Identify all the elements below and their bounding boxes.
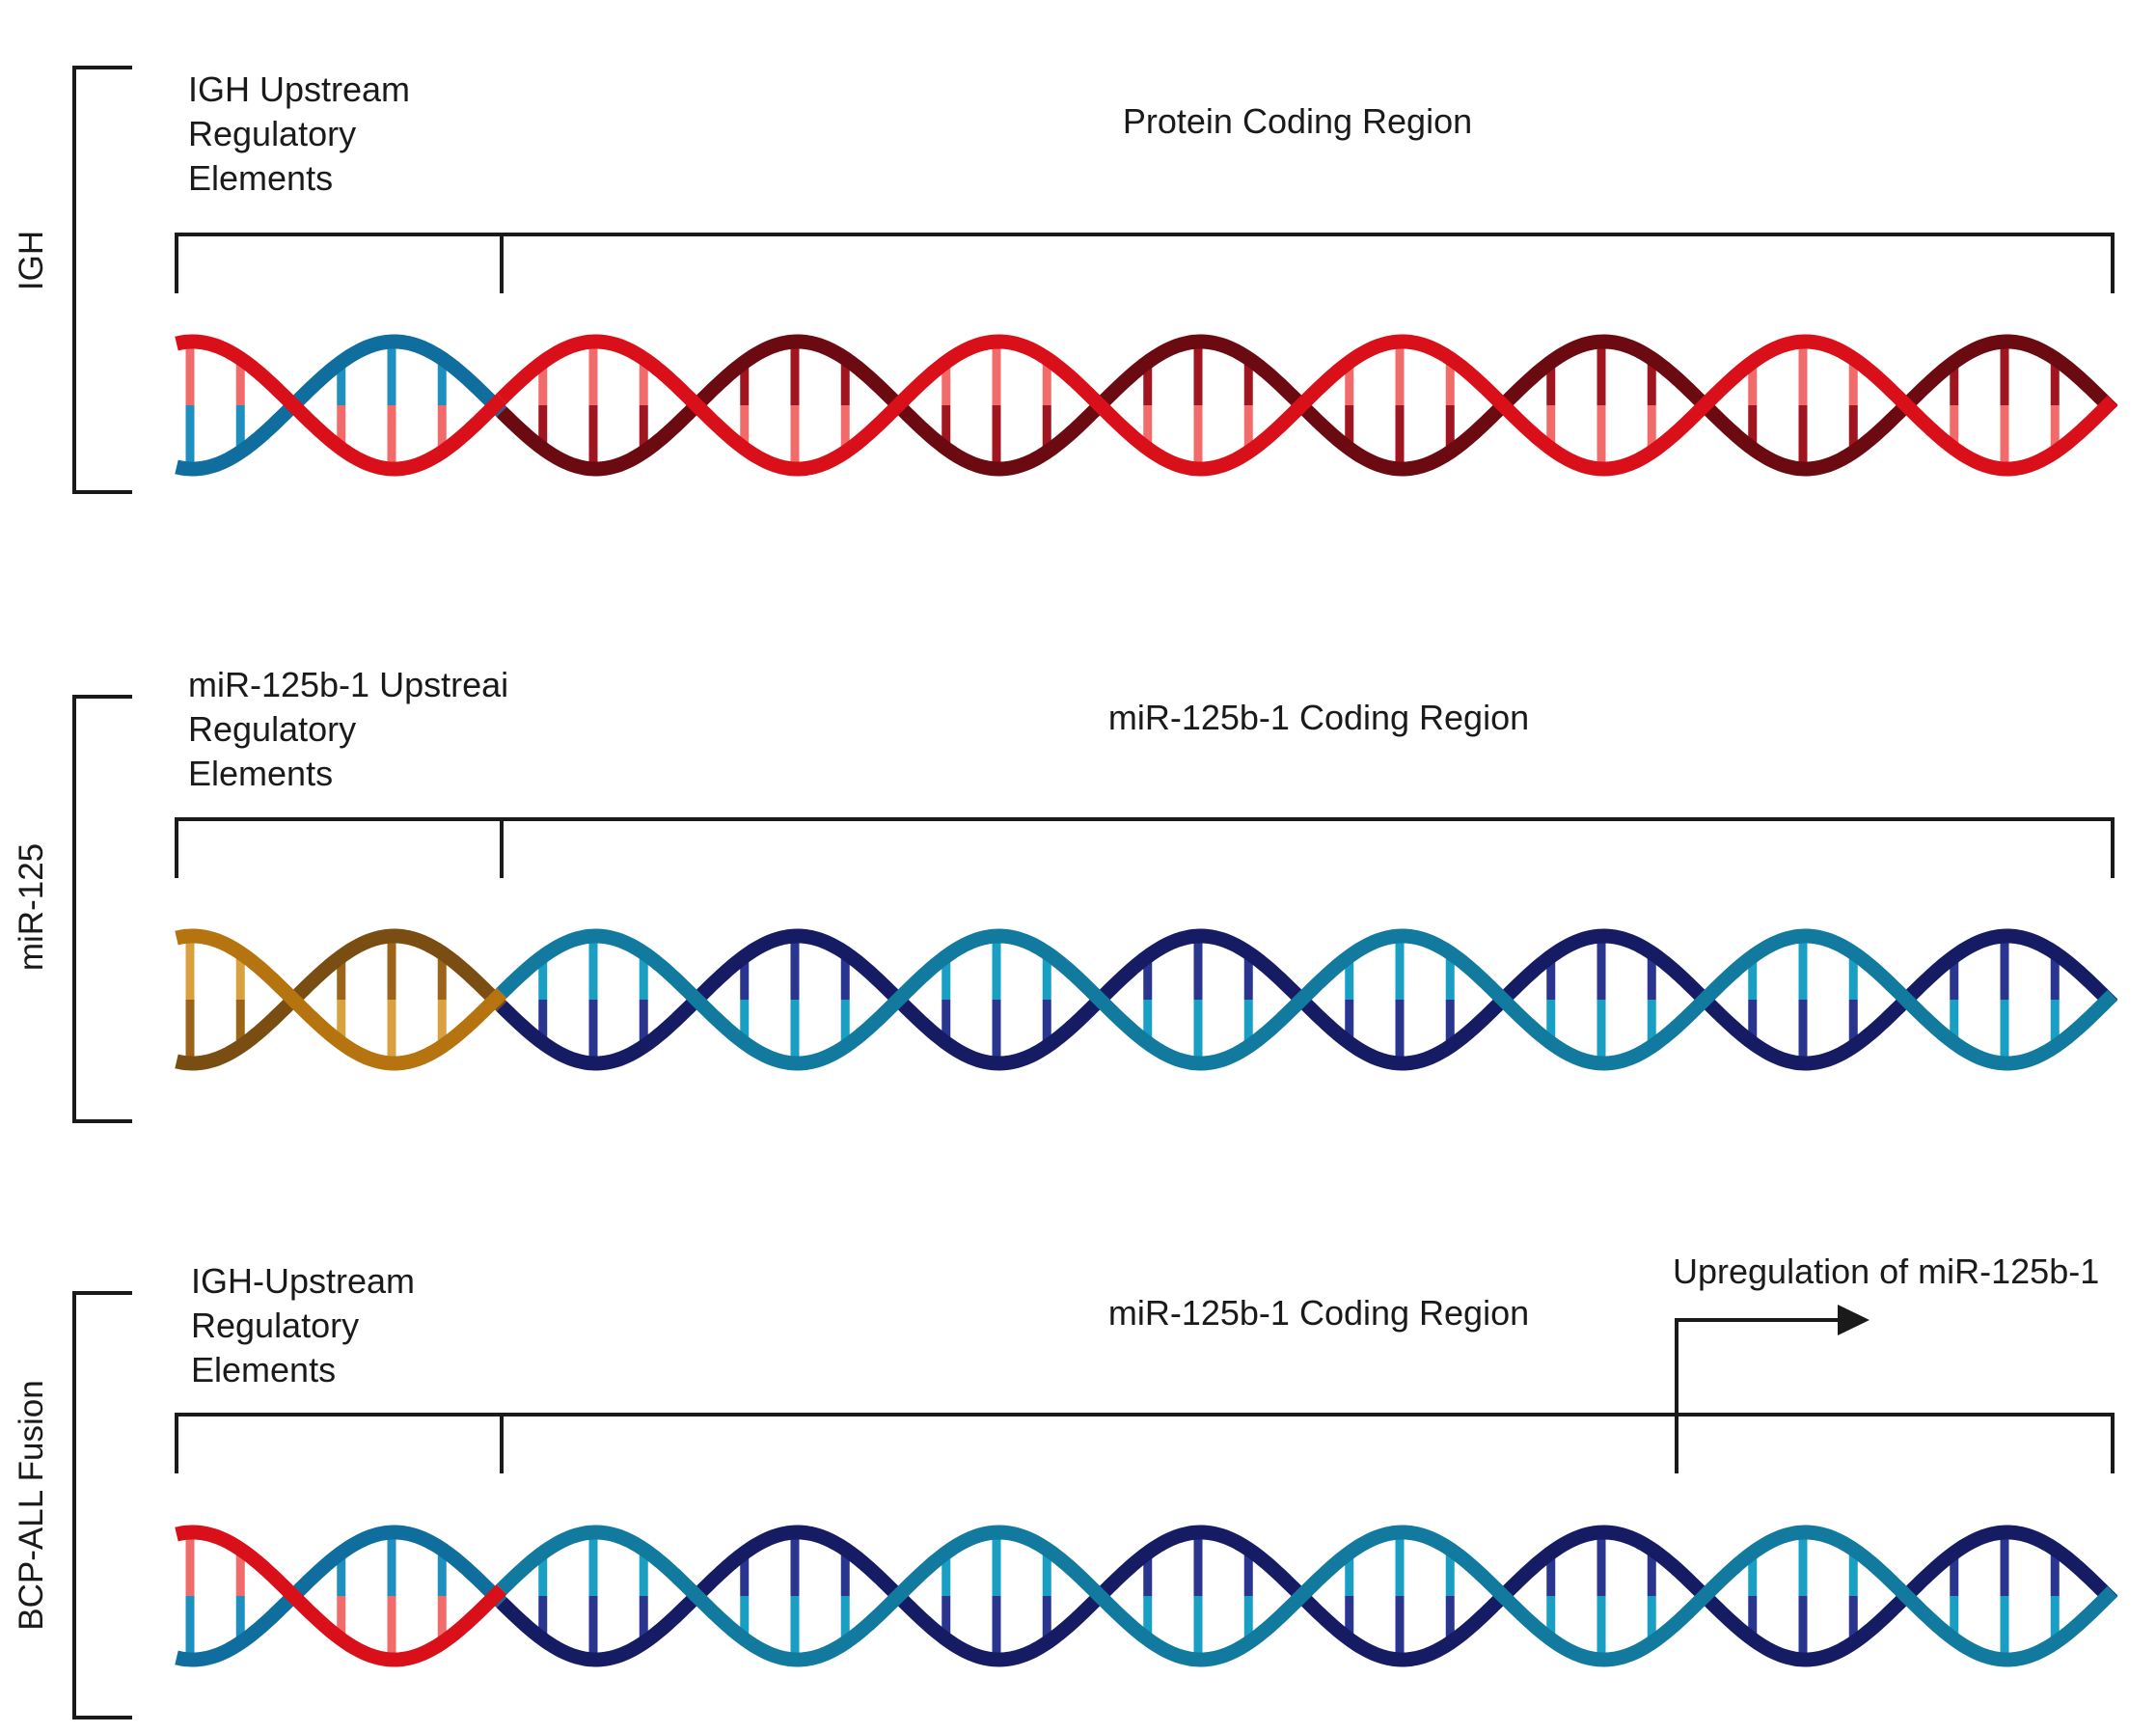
upstream-region-label: miR-125b-1 Upstreai Regulatory Elements bbox=[188, 665, 518, 793]
region-bracket bbox=[175, 1413, 2115, 1473]
upregulation-label: Upregulation of miR-125b-1 bbox=[1673, 1252, 2099, 1291]
dna-strand bbox=[175, 334, 507, 477]
dna-strand bbox=[496, 928, 2118, 1071]
dna-strand bbox=[175, 334, 507, 477]
panel-bracket bbox=[72, 66, 132, 494]
dna-strand bbox=[175, 928, 507, 1071]
dna-helix bbox=[175, 928, 2118, 1071]
panel-bracket bbox=[72, 695, 132, 1123]
upregulation-arrow bbox=[1675, 1318, 1838, 1415]
coding-region-label: Protein Coding Region bbox=[1123, 101, 1472, 141]
dna-strand bbox=[175, 1525, 507, 1667]
arrow-head-icon bbox=[1838, 1305, 1869, 1335]
dna-strand bbox=[496, 334, 2118, 477]
panel-side-label: miR-125 bbox=[13, 843, 50, 971]
dna-strand bbox=[496, 928, 2118, 1071]
coding-region-label: miR-125b-1 Coding Region bbox=[1108, 1293, 1529, 1333]
dna-helix bbox=[175, 1525, 2118, 1667]
dna-strand bbox=[496, 1525, 2118, 1667]
dna-helix bbox=[175, 334, 2118, 477]
panel-side-label: IGH bbox=[13, 231, 50, 290]
upstream-region-label: IGH-Upstream Regulatory Elements bbox=[191, 1261, 424, 1389]
panel-igh: IGH IGH Upstream Regulatory Elements Pro… bbox=[13, 66, 2118, 494]
region-bracket bbox=[175, 817, 2115, 878]
coding-region-label: miR-125b-1 Coding Region bbox=[1108, 698, 1529, 737]
panel-side-label: BCP-ALL Fusion bbox=[13, 1380, 50, 1630]
panel-bracket bbox=[72, 1291, 132, 1719]
dna-strand bbox=[175, 928, 507, 1071]
panel-mir125: miR-125 miR-125b-1 Upstreai Regulatory E… bbox=[13, 665, 2118, 1123]
region-bracket bbox=[175, 233, 2115, 293]
dna-strand bbox=[496, 1525, 2118, 1667]
dna-strand bbox=[175, 1525, 507, 1667]
upstream-region-label: IGH Upstream Regulatory Elements bbox=[188, 69, 420, 198]
dna-strand bbox=[496, 334, 2118, 477]
panel-bcp-all-fusion: BCP-ALL Fusion IGH-Upstream Regulatory E… bbox=[13, 1252, 2118, 1719]
